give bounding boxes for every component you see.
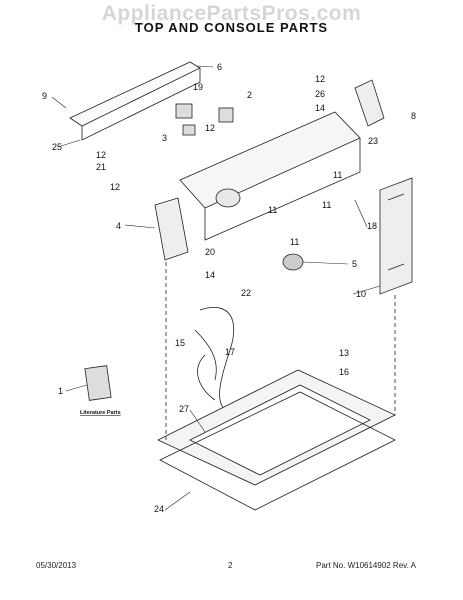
top-cabinet-opening <box>189 384 371 476</box>
callout-22: 22 <box>241 288 251 298</box>
callout-17: 17 <box>225 347 235 357</box>
callout-24: 24 <box>154 504 164 514</box>
callout-12d: 12 <box>110 182 120 192</box>
footer-date: 05/30/2013 <box>36 561 77 570</box>
callout-20: 20 <box>205 247 215 257</box>
callout-12a: 12 <box>315 74 325 84</box>
callout-2: 2 <box>247 90 252 100</box>
callout-23: 23 <box>368 136 378 146</box>
callout-6: 6 <box>217 62 222 72</box>
callout-10: 10 <box>356 289 366 299</box>
knob-5 <box>282 253 304 271</box>
callout-11c: 11 <box>322 200 331 210</box>
literature-label: Literature Parts <box>80 410 121 416</box>
callout-14: 14 <box>315 103 325 113</box>
switch-19 <box>175 103 193 119</box>
literature-booklet <box>84 365 112 401</box>
callout-11d: 11 <box>290 237 299 247</box>
callout-14b: 14 <box>205 270 215 280</box>
callout-3: 3 <box>162 133 167 143</box>
callout-12c: 12 <box>96 150 106 160</box>
lint-filter <box>379 177 413 295</box>
callout-5: 5 <box>352 259 357 269</box>
callout-8: 8 <box>411 111 416 121</box>
watermark-text: AppliancePartsPros.com <box>101 2 362 25</box>
callout-9: 9 <box>42 91 47 101</box>
callout-12b: 12 <box>205 123 215 133</box>
end-cap-right <box>354 79 385 127</box>
callout-11a: 11 <box>333 170 342 180</box>
top-gasket <box>159 391 396 511</box>
switch-small <box>182 124 196 136</box>
callout-27: 27 <box>179 404 189 414</box>
footer-page: 2 <box>228 561 233 570</box>
callout-21: 21 <box>96 162 106 172</box>
wire-harness <box>199 307 235 411</box>
page-title: TOP AND CONSOLE PARTS <box>134 20 329 35</box>
switch-2 <box>218 107 234 123</box>
footer-part-no: Part No. W10614902 Rev. A <box>316 561 416 570</box>
callout-26: 26 <box>315 89 325 99</box>
callout-19: 19 <box>193 82 203 92</box>
console-knob <box>215 188 241 208</box>
callout-11b: 11 <box>268 205 277 215</box>
callout-15: 15 <box>175 338 185 348</box>
callout-16: 16 <box>339 367 349 377</box>
callout-1: 1 <box>58 386 63 396</box>
callout-18: 18 <box>367 221 377 231</box>
callout-13: 13 <box>339 348 349 358</box>
callout-25: 25 <box>52 142 62 152</box>
callout-4: 4 <box>116 221 121 231</box>
end-cap-left <box>154 197 189 261</box>
